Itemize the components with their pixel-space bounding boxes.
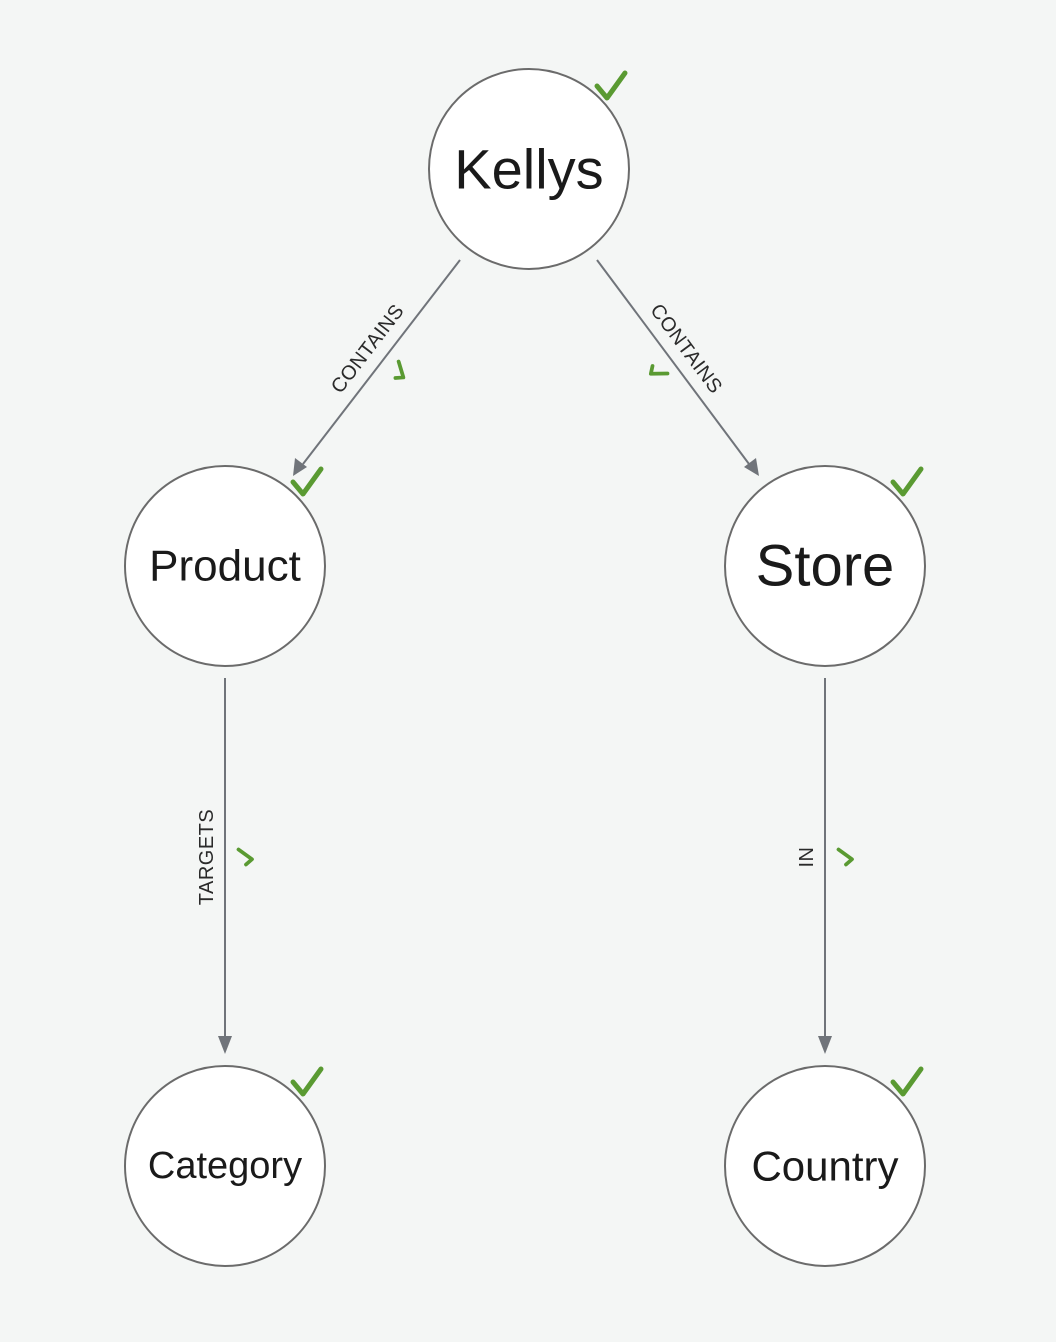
- check-icon: [592, 68, 630, 103]
- node-country[interactable]: Country: [724, 1064, 926, 1267]
- node-circle: [428, 68, 630, 270]
- check-icon: [235, 846, 256, 868]
- check-icon: [288, 464, 326, 499]
- node-circle: [724, 1065, 926, 1267]
- check-icon: [888, 1064, 926, 1099]
- check-icon: [888, 464, 926, 499]
- arrowhead-icon: [293, 458, 307, 476]
- node-circle: [124, 465, 326, 667]
- edge-label: TARGETS: [196, 809, 218, 905]
- check-icon: [288, 1064, 326, 1099]
- check-icon: [835, 846, 856, 868]
- arrowhead-icon: [218, 1036, 232, 1054]
- edge-line: [302, 259, 461, 465]
- node-label: Kellys: [454, 138, 603, 201]
- check-icon: [647, 362, 671, 378]
- node-label: Category: [148, 1145, 302, 1187]
- edge-kellys-product[interactable]: CONTAINS: [293, 259, 461, 476]
- node-label: Country: [751, 1143, 898, 1190]
- arrowhead-icon: [818, 1036, 832, 1054]
- node-label: Product: [149, 542, 301, 591]
- edge-store-country[interactable]: IN: [796, 678, 856, 1054]
- edge-label: CONTAINS: [327, 300, 409, 397]
- edge-product-category[interactable]: TARGETS: [196, 678, 256, 1054]
- check-icon: [392, 358, 407, 382]
- arrowhead-icon: [744, 458, 759, 476]
- node-circle: [724, 465, 926, 667]
- node-circle: [124, 1065, 326, 1267]
- node-product[interactable]: Product: [124, 464, 326, 667]
- node-category[interactable]: Category: [124, 1064, 326, 1267]
- edge-label: IN: [796, 847, 818, 868]
- edge-kellys-store[interactable]: CONTAINS: [596, 259, 759, 476]
- edge-line: [596, 259, 750, 465]
- edge-label: CONTAINS: [646, 300, 727, 398]
- node-label: Store: [756, 534, 895, 599]
- node-store[interactable]: Store: [724, 464, 926, 667]
- node-kellys[interactable]: Kellys: [428, 68, 630, 270]
